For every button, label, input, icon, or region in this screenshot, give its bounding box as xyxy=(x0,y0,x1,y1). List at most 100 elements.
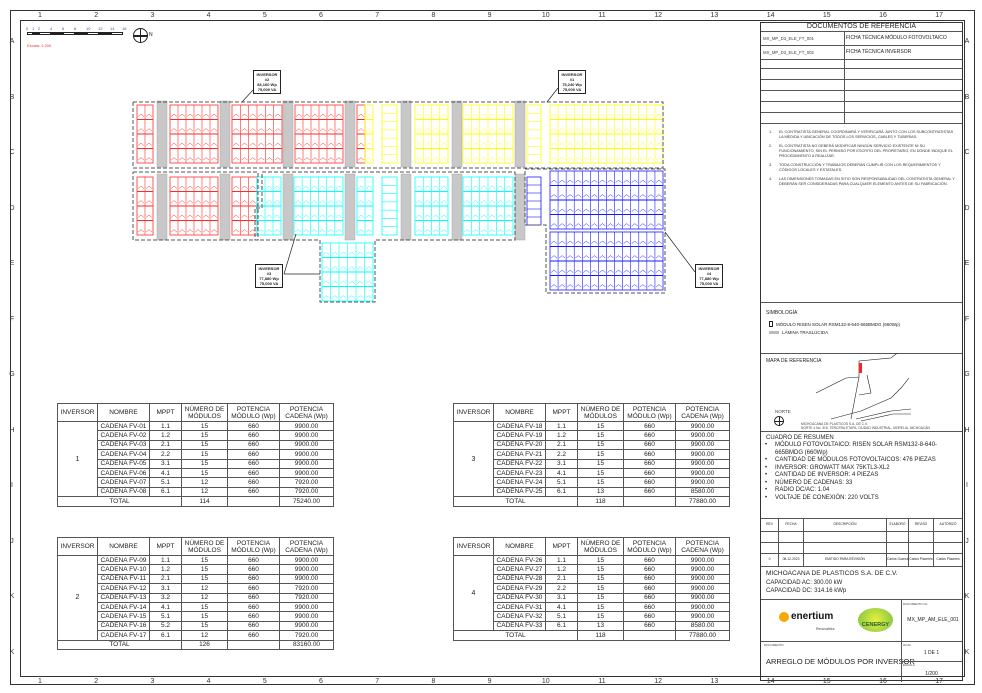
module-marker xyxy=(550,269,558,273)
module-marker xyxy=(331,251,338,255)
module-marker xyxy=(583,255,590,259)
module-marker xyxy=(591,128,598,132)
module-marker xyxy=(623,194,630,198)
table-header: MPPT xyxy=(149,537,182,556)
table-cell: 9900.00 xyxy=(279,449,334,460)
table-cell: 660 xyxy=(227,477,280,488)
column-marker: 17 xyxy=(935,678,944,685)
ref-doc-row xyxy=(761,59,962,60)
module-marker xyxy=(145,113,153,117)
table-cell: 660 xyxy=(227,420,280,432)
module-marker xyxy=(233,113,240,117)
column-marker: 13 xyxy=(710,678,719,685)
module-marker xyxy=(186,200,194,204)
module-marker xyxy=(233,200,240,204)
table-cell: 660 xyxy=(227,467,280,479)
drawing-inner-border xyxy=(20,20,965,677)
module-marker xyxy=(178,214,186,218)
table-cell: CADENA FV-08 xyxy=(97,486,150,498)
module-marker xyxy=(424,142,431,146)
module-marker xyxy=(327,200,334,204)
table-cell: 2.2 xyxy=(545,583,578,594)
module-marker xyxy=(258,142,265,146)
module-marker xyxy=(631,223,638,227)
module-marker xyxy=(472,142,479,146)
table-cell: 9900.00 xyxy=(675,430,730,441)
drawing-frame xyxy=(10,10,975,685)
table-cell: 15 xyxy=(577,592,624,603)
module-marker xyxy=(607,157,614,161)
module-marker xyxy=(599,284,606,288)
table-cell: 5.2 xyxy=(149,620,182,632)
module-marker xyxy=(241,157,248,161)
scale-tick-label: 0 xyxy=(26,26,29,31)
translucent-sheet-strip xyxy=(156,173,168,241)
module-marker xyxy=(274,128,281,132)
module-marker xyxy=(327,113,335,117)
table-cell: 4.1 xyxy=(149,601,182,613)
module-marker xyxy=(615,240,622,244)
module-marker xyxy=(249,200,256,204)
column-marker: 14 xyxy=(766,678,775,685)
table-header: MPPT xyxy=(545,403,578,422)
enertium-sub: Renovables xyxy=(816,627,835,631)
table-header: POTENCIA CADENA (Wp) xyxy=(675,403,730,422)
row-marker: A xyxy=(964,38,970,45)
module-marker xyxy=(472,185,479,189)
table-cell: 15 xyxy=(577,564,624,575)
module-marker xyxy=(186,185,194,189)
note-item: 2.EL CONTRATISTA NO DEBERÁ MODIFICAR NIN… xyxy=(769,144,953,158)
module-marker xyxy=(137,142,145,146)
module-marker xyxy=(647,284,655,288)
module-marker xyxy=(210,128,218,132)
translucent-sheet-strip xyxy=(451,173,463,241)
table-cell: 2.1 xyxy=(149,573,182,585)
scale-segment xyxy=(63,32,75,35)
module-marker xyxy=(145,142,153,146)
module-marker xyxy=(639,223,646,227)
column-marker: 16 xyxy=(879,678,887,685)
table-cell: 660 xyxy=(623,486,676,498)
module-marker xyxy=(505,185,512,189)
scale-label: Escala: 1:200 xyxy=(27,43,52,48)
table-cell: 660 xyxy=(623,439,676,451)
row-marker: I xyxy=(966,482,968,489)
symbology-translucent: LÁMINA TRASLÚCIDA xyxy=(769,330,828,335)
module-marker xyxy=(550,194,558,198)
table-cell: 3.1 xyxy=(149,458,182,469)
module-marker xyxy=(505,200,512,204)
row-marker: G xyxy=(9,371,15,378)
table-cell: 660 xyxy=(623,458,676,469)
module-marker xyxy=(623,269,630,273)
module-marker xyxy=(319,214,326,218)
module-marker xyxy=(273,214,281,218)
module-marker xyxy=(575,194,582,198)
table-cell: CADENA FV-32 xyxy=(493,611,546,622)
total-label: TOTAL xyxy=(57,496,182,507)
scale-segment xyxy=(87,32,99,35)
module-marker xyxy=(210,229,218,233)
table-cell: 15 xyxy=(181,601,228,613)
sheet-label: HOJA xyxy=(903,643,912,647)
module-marker xyxy=(210,200,218,204)
row-marker: C xyxy=(964,149,970,156)
table-header: POTENCIA MÓDULO (Wp) xyxy=(227,537,280,556)
revision-cell xyxy=(803,542,886,553)
table-cell: CADENA FV-18 xyxy=(493,420,546,432)
module-marker xyxy=(591,157,598,161)
module-marker xyxy=(327,229,334,233)
table-header: INVERSOR xyxy=(57,537,98,556)
table-cell: 6.1 xyxy=(149,630,182,641)
title-block: DOCUMENTOS DE REFERENCIA MX_MP_D3_ELE_FT… xyxy=(760,22,963,682)
revision-cell: EMITIDO PARA REVISIÓN xyxy=(803,553,886,566)
module-marker xyxy=(615,255,622,259)
module-marker xyxy=(599,179,606,183)
module-marker xyxy=(607,255,614,259)
scale-segment xyxy=(99,32,111,35)
table-cell: 9900.00 xyxy=(675,467,730,479)
